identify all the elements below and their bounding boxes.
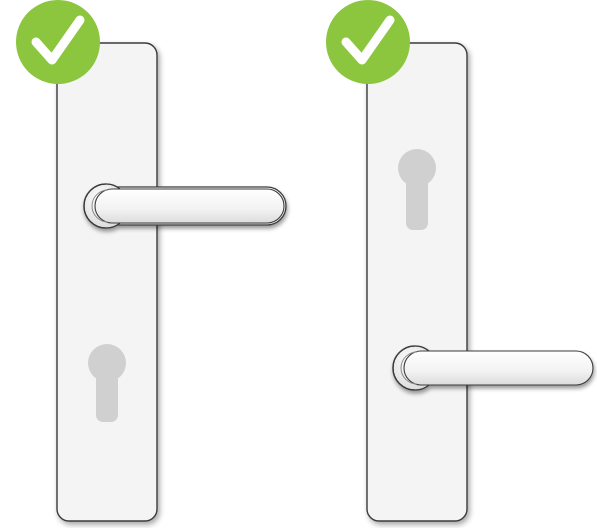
left-door-plate bbox=[57, 43, 157, 521]
right-checkmark-icon bbox=[326, 0, 410, 84]
left-lever-handle bbox=[84, 184, 286, 228]
left-checkmark-icon bbox=[16, 0, 100, 84]
right-door-plate bbox=[367, 43, 467, 521]
right-door-plate-group bbox=[326, 0, 593, 521]
right-lever-handle bbox=[393, 346, 593, 390]
left-door-plate-group bbox=[16, 0, 286, 521]
